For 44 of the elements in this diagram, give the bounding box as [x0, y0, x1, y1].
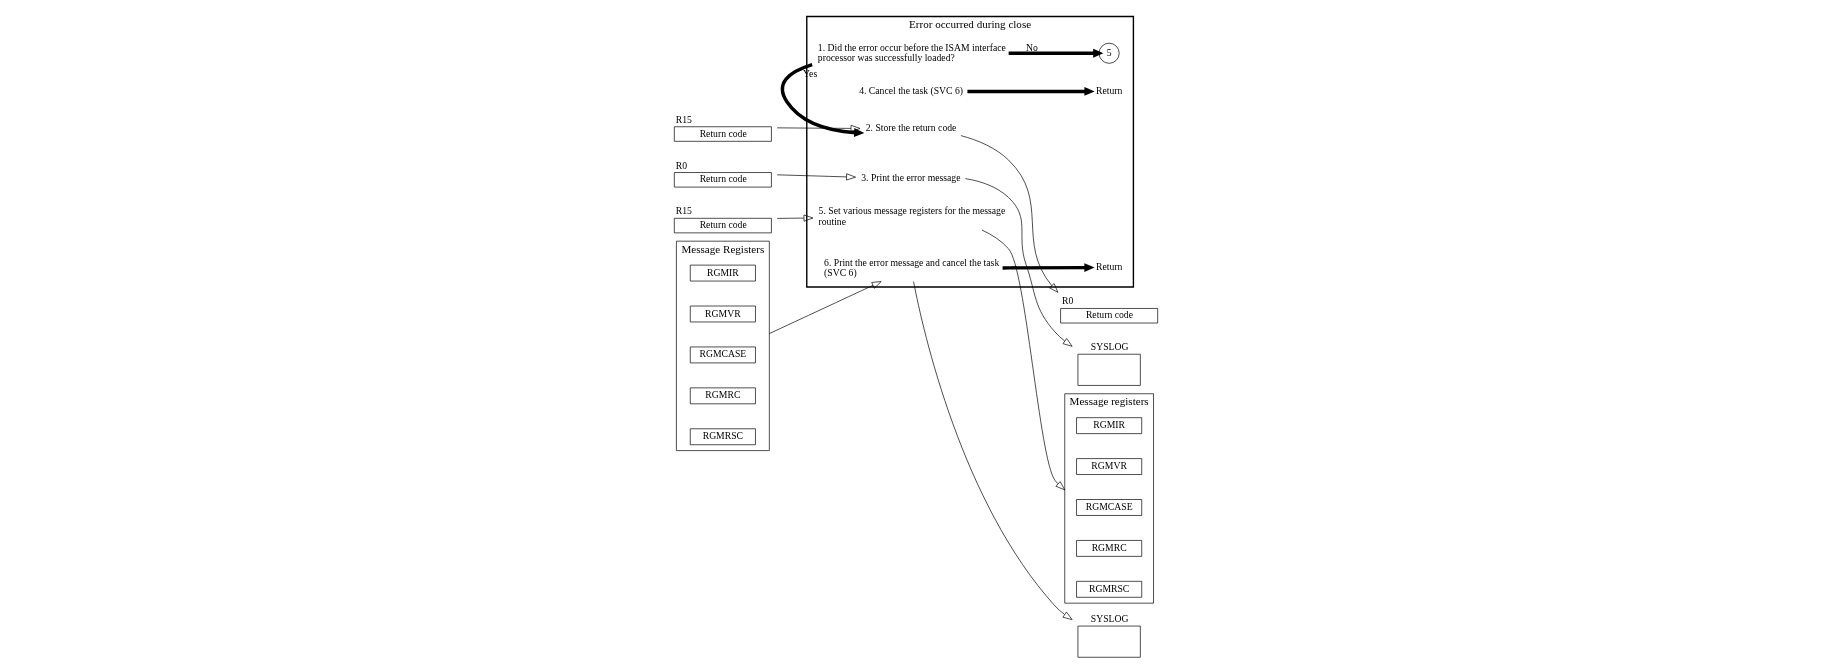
arrow — [964, 178, 1072, 347]
node-box: RGMRC — [689, 387, 756, 405]
arrow — [960, 135, 1058, 293]
node-box: RGMCASE — [1075, 499, 1142, 516]
node-box: RGMRC — [1075, 540, 1142, 557]
arrow — [768, 281, 881, 334]
node-text: Return — [1095, 84, 1122, 96]
arrow — [981, 229, 1065, 491]
node-box: RGMVR — [1075, 458, 1142, 475]
node-box: RGMIR — [689, 264, 756, 282]
node-label: R15 — [675, 205, 692, 217]
node-text: 4. Cancel the task (SVC 6) — [858, 84, 963, 96]
edge-label: No — [1025, 41, 1038, 53]
arrow — [776, 173, 856, 181]
arrow — [776, 214, 813, 222]
node-label: R0 — [1061, 295, 1073, 307]
arrow — [912, 281, 1072, 620]
arrow — [776, 124, 860, 132]
node-box — [1077, 625, 1141, 658]
node-box — [1077, 353, 1141, 386]
node-text: Return — [1095, 261, 1122, 273]
arrow — [1008, 48, 1103, 58]
node-box: Return code — [673, 172, 772, 188]
node-label: SYSLOG — [1090, 341, 1128, 353]
node-box: Return code — [1059, 308, 1158, 324]
node-text: 6. Print the error message and cancel the task (SVC 6) — [823, 256, 999, 278]
node-circle: 5 — [1098, 42, 1120, 64]
node-box: Return code — [673, 126, 772, 142]
arrow — [1002, 263, 1095, 273]
node-text: 5. Set various message registers for the message routine — [818, 205, 1005, 227]
node-box: RGMRSC — [1075, 581, 1142, 598]
node-box: RGMCASE — [689, 346, 756, 364]
node-label: SYSLOG — [1090, 613, 1128, 625]
node-label: R15 — [675, 113, 692, 125]
node-text: 3. Print the error message — [860, 172, 960, 184]
node-text: 1. Did the error occur before the ISAM interface processor was successfully loaded? — [817, 41, 1006, 64]
node-text: 2. Store the return code — [865, 122, 956, 134]
node-box: RGMRSC — [689, 428, 756, 446]
arrow — [966, 86, 1095, 96]
node-label: R0 — [675, 159, 687, 171]
node-box: Return code — [673, 217, 772, 234]
node-box: RGMIR — [1075, 417, 1142, 434]
arrow — [780, 63, 864, 138]
node-box: RGMVR — [689, 305, 756, 323]
